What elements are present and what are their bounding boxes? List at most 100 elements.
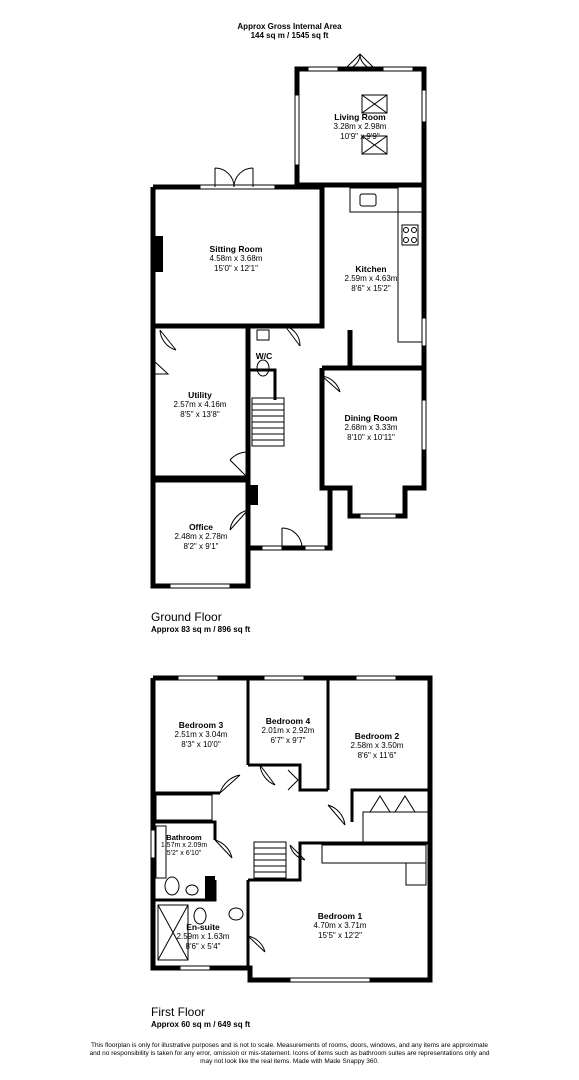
room-name: Kitchen [355,264,387,274]
kitchen-counter [397,211,423,343]
wc-label: W/C [256,351,273,361]
bathroom-label: Bathroom 1.57m x 2.09m 5'2" x 6'10" [161,834,207,858]
bedroom1-door [289,844,306,861]
bathroom-door [214,839,233,859]
room-metric: 2.59m x 1.63m [176,932,230,941]
ground-floor-area: Approx 83 sq m / 896 sq ft [151,625,251,634]
room-name: Office [188,522,214,532]
room-metric: 2.51m x 3.04m [174,730,228,739]
living-room-door [359,53,376,70]
toilet-icon [164,876,180,896]
bedroom1-window [289,977,371,983]
hall-window [304,545,326,551]
first-floor-title: First Floor [151,1005,205,1019]
room-name: Living Room [334,112,386,122]
room-name: Bedroom 4 [265,716,311,726]
sitting-room-walls [150,184,325,329]
room-imperial: 8'6" x 15'2" [351,284,391,293]
room-name: Utility [188,390,212,400]
sitting-room-window [199,184,276,190]
room-imperial: 15'0" x 12'1" [214,264,258,273]
ensuite-label: En-suite 2.59m x 1.63m 8'6" x 5'4" [177,922,230,952]
bedroom3-label: Bedroom 3 2.51m x 3.04m 8'3" x 10'0" [175,720,228,750]
disclaimer-line: may not look like the real items. Made w… [200,1058,379,1065]
room-imperial: 6'7" x 9'7" [270,736,306,745]
kitchen-label: Kitchen 2.59m x 4.63m 8'6" x 15'2" [345,264,398,294]
room-metric: 3.28m x 2.98m [333,122,387,131]
kitchen-window [421,317,427,347]
bathroom-window [150,829,156,859]
skylight-icon [361,94,388,114]
kitchen-counter [349,187,399,213]
room-name: W/C [255,351,273,361]
utility-label: Utility 2.57m x 4.16m 8'5" x 13'8" [174,390,227,420]
wc-walls [248,324,285,400]
room-imperial: 15'5" x 12'2" [318,931,362,940]
ground-floor-title: Ground Floor [151,610,222,624]
room-imperial: 8'2" x 9'1" [183,542,219,551]
room-metric: 2.48m x 2.78m [174,532,228,541]
room-imperial: 8'5" x 13'8" [180,410,220,419]
basin-icon [228,907,244,921]
utility-door [159,329,177,351]
living-room-window [382,66,414,72]
ensuite-window [179,965,211,971]
bedroom4-label: Bedroom 4 2.01m x 2.92m 6'7" x 9'7" [262,716,315,746]
sitting-room-door [233,167,254,188]
toilet-icon [256,329,270,341]
utility-hall-door [229,451,249,479]
room-metric: 2.68m x 3.33m [344,423,398,432]
ground-floor-plan [150,53,427,589]
room-name: Dining Room [344,413,398,423]
room-metric: 2.59m x 4.63m [344,274,398,283]
room-imperial: 10'9" x 9'9" [340,132,380,141]
dining-room-door [321,375,341,393]
shower-icon [157,904,189,961]
bath-icon [155,825,167,879]
bedroom2-label: Bedroom 2 2.58m x 3.50m 8'6" x 11'6" [351,731,404,761]
room-metric: 2.58m x 3.50m [350,741,404,750]
chimney-breast [250,485,258,505]
toilet-icon [193,907,207,925]
disclaimer-line: This floorplan is only for illustrative … [90,1042,489,1049]
dining-room-label: Dining Room 2.68m x 3.33m 8'10" x 10'11" [345,413,398,443]
dining-room-window [421,399,427,451]
wardrobe [362,811,429,843]
bedroom2-door [327,804,346,826]
bedroom4-door [259,764,276,786]
room-name: Bedroom 1 [317,911,363,921]
wardrobe [155,794,213,821]
wc-door [284,325,301,347]
living-room-window [294,94,300,166]
bedroom3-door [219,774,241,794]
room-metric: 4.58m x 3.68m [209,254,263,263]
disclaimer-line: and no responsibility is taken for any e… [89,1050,490,1057]
living-room-window [307,66,339,72]
hall-walls [245,478,333,551]
bedroom1-label: Bedroom 1 4.70m x 3.71m 15'5" x 12'2" [314,911,367,941]
stairs-icon [251,397,285,447]
room-metric: 4.70m x 3.71m [313,921,367,930]
room-imperial: 8'6" x 5'4" [185,942,221,951]
office-label: Office 2.48m x 2.78m 8'2" x 9'1" [175,522,228,552]
room-name: Bathroom [166,833,202,842]
stairs-icon [253,841,287,879]
first-floor-outer-walls [150,675,433,983]
sitting-room-label: Sitting Room 4.58m x 3.68m 15'0" x 12'1" [210,244,263,274]
sink-icon [359,193,377,207]
room-metric: 2.01m x 2.92m [261,726,315,735]
gross-area-title: Approx Gross Internal Area [237,22,342,31]
dining-room-window [359,513,397,519]
room-imperial: 8'10" x 10'11" [347,433,395,442]
room-metric: 2.57m x 4.16m [173,400,227,409]
basin-icon [185,884,199,896]
room-name: Sitting Room [209,244,263,254]
bedroom4-window [263,675,305,681]
room-name: Bedroom 3 [178,720,224,730]
fireplace-icon [155,236,163,272]
room-metric: 1.57m x 2.09m [160,842,208,849]
living-room-window [421,89,427,123]
dressing-unit [321,844,427,864]
living-room-label: Living Room 3.28m x 2.98m 10'9" x 9'9" [334,112,387,142]
sitting-room-door [214,167,235,188]
